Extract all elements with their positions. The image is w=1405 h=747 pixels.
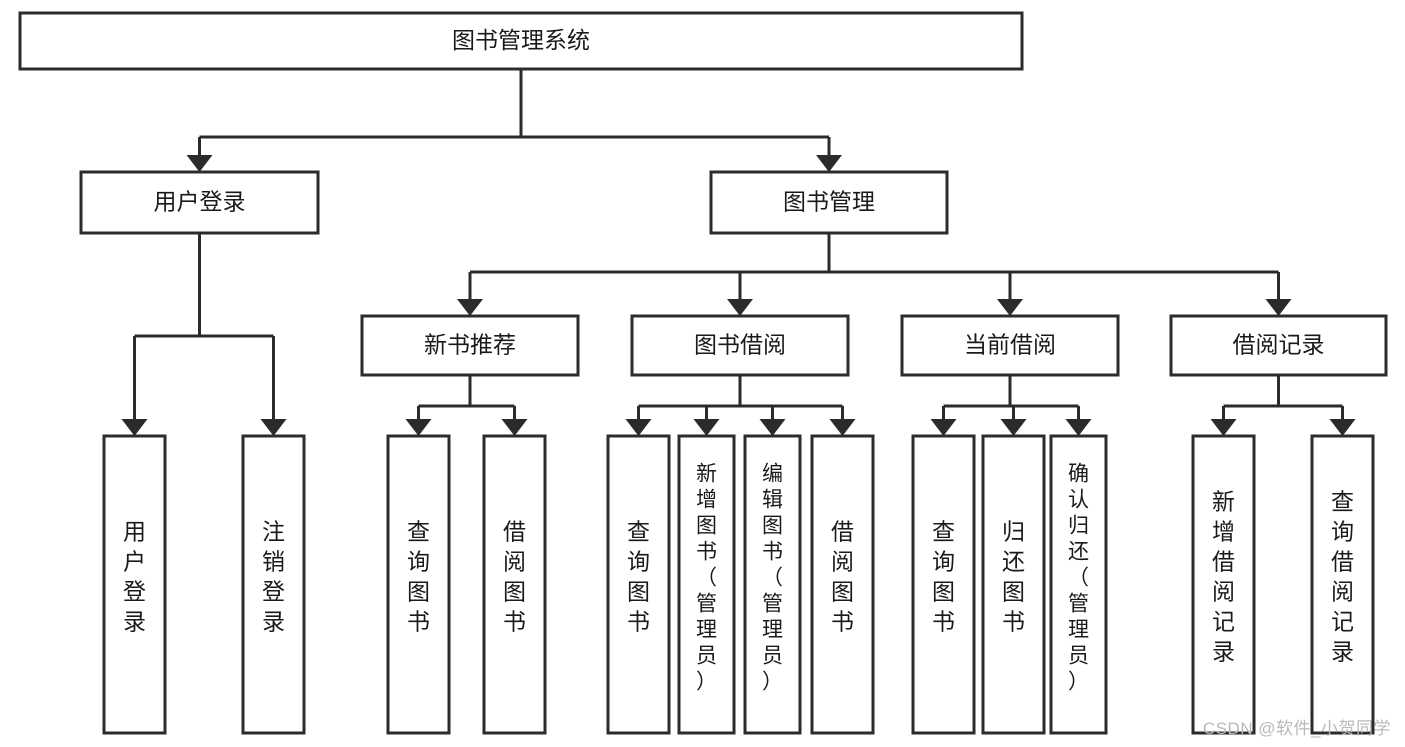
edge-arrowhead [829, 419, 856, 436]
edge-layer [121, 69, 1356, 436]
node-box [18, 11, 1024, 71]
node-b-query[interactable]: 查询图书 [606, 434, 671, 735]
edge-arrowhead [121, 419, 148, 436]
node-box [79, 170, 320, 235]
node-newbook[interactable]: 新书推荐 [360, 314, 580, 377]
node-label: 编辑图书（管理员） [762, 463, 783, 694]
edge-arrowhead [759, 419, 786, 436]
node-box [911, 434, 976, 735]
edge-arrowhead [727, 299, 753, 316]
node-b-edit[interactable]: 编辑图书（管理员） [743, 434, 802, 735]
node-box [1310, 434, 1375, 735]
node-r-query[interactable]: 查询借阅记录 [1310, 434, 1375, 735]
node-label: 注销登录 [262, 519, 285, 635]
edge-arrowhead [997, 299, 1023, 316]
node-box [102, 434, 167, 735]
node-l-login[interactable]: 用户登录 [102, 434, 167, 735]
edge-arrowhead [625, 419, 652, 436]
edge-group-login [121, 233, 287, 436]
node-box [677, 434, 736, 735]
edge-arrowhead [1065, 419, 1092, 436]
node-box [606, 434, 671, 735]
node-layer: 图书管理系统用户登录图书管理新书推荐图书借阅当前借阅借阅记录用户登录注销登录查询… [18, 11, 1388, 735]
edge-arrowhead [260, 419, 287, 436]
node-box [360, 314, 580, 377]
edge-arrowhead [1210, 419, 1237, 436]
edge-arrowhead [930, 419, 957, 436]
edge-arrowhead [457, 299, 483, 316]
node-box [630, 314, 850, 377]
node-box [1049, 434, 1108, 735]
node-c-return[interactable]: 归还图书 [981, 434, 1046, 735]
node-box [482, 434, 547, 735]
node-bookmgmt[interactable]: 图书管理 [709, 170, 949, 235]
node-label: 新书推荐 [424, 332, 516, 358]
edge-arrowhead [816, 155, 842, 172]
node-label: 新增借阅记录 [1212, 489, 1235, 665]
node-l-logout[interactable]: 注销登录 [241, 434, 306, 735]
node-label: 查询图书 [407, 519, 430, 635]
node-label: 借阅记录 [1233, 332, 1325, 358]
node-login[interactable]: 用户登录 [79, 170, 320, 235]
node-box [709, 170, 949, 235]
node-b-borrow[interactable]: 借阅图书 [810, 434, 875, 735]
node-box [900, 314, 1120, 377]
node-label: 查询图书 [932, 519, 955, 635]
node-box [981, 434, 1046, 735]
edge-arrowhead [405, 419, 432, 436]
node-root[interactable]: 图书管理系统 [18, 11, 1024, 71]
edge-arrowhead [501, 419, 528, 436]
node-current[interactable]: 当前借阅 [900, 314, 1120, 377]
node-borrow[interactable]: 图书借阅 [630, 314, 850, 377]
edge-arrowhead [1265, 299, 1292, 316]
node-label: 借阅图书 [503, 519, 526, 635]
edge-arrowhead [1329, 419, 1356, 436]
node-label: 查询图书 [627, 519, 650, 635]
node-label: 归还图书 [1002, 519, 1025, 635]
node-label: 确认归还（管理员） [1068, 463, 1089, 694]
edge-group-root [186, 69, 842, 172]
edge-group-bookmgmt [457, 233, 1292, 316]
node-b-add[interactable]: 新增图书（管理员） [677, 434, 736, 735]
node-box [1191, 434, 1256, 735]
edge-arrowhead [693, 419, 720, 436]
node-label: 图书管理系统 [452, 27, 590, 53]
node-label: 查询借阅记录 [1331, 489, 1354, 665]
node-box [743, 434, 802, 735]
edge-arrowhead [186, 155, 213, 172]
node-box [241, 434, 306, 735]
node-r-add[interactable]: 新增借阅记录 [1191, 434, 1256, 735]
node-records[interactable]: 借阅记录 [1169, 314, 1388, 377]
edge-group-borrow [625, 375, 856, 436]
node-label: 当前借阅 [964, 332, 1056, 358]
node-box [386, 434, 451, 735]
node-label: 图书借阅 [694, 332, 786, 358]
node-label: 新增图书（管理员） [696, 463, 717, 694]
node-n-borrow[interactable]: 借阅图书 [482, 434, 547, 735]
node-label: 用户登录 [123, 519, 146, 635]
node-label: 借阅图书 [831, 519, 854, 635]
node-n-query[interactable]: 查询图书 [386, 434, 451, 735]
node-box [810, 434, 875, 735]
node-label: 图书管理 [783, 189, 875, 215]
node-c-query[interactable]: 查询图书 [911, 434, 976, 735]
edge-arrowhead [1000, 419, 1027, 436]
edge-group-newbook [405, 375, 528, 436]
node-c-confirm[interactable]: 确认归还（管理员） [1049, 434, 1108, 735]
node-box [1169, 314, 1388, 377]
edge-group-current [930, 375, 1092, 436]
edge-group-records [1210, 375, 1356, 436]
node-label: 用户登录 [154, 189, 246, 215]
